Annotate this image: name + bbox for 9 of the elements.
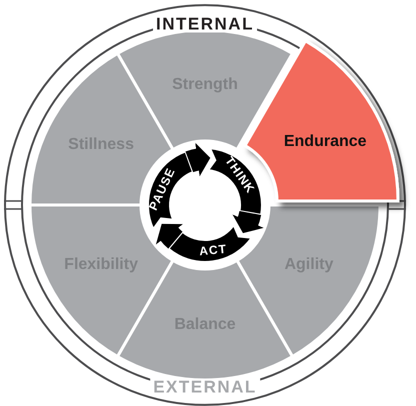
ring-label: EXTERNAL <box>150 378 260 396</box>
arrow <box>232 210 264 234</box>
cycle-segment <box>167 224 253 263</box>
arrow <box>186 142 210 176</box>
segment-label: Endurance <box>284 134 367 150</box>
ring-label: INTERNAL <box>153 16 257 32</box>
cycle-label: ACT <box>198 243 228 258</box>
cycle-segment <box>207 147 263 216</box>
arrow <box>156 224 183 248</box>
